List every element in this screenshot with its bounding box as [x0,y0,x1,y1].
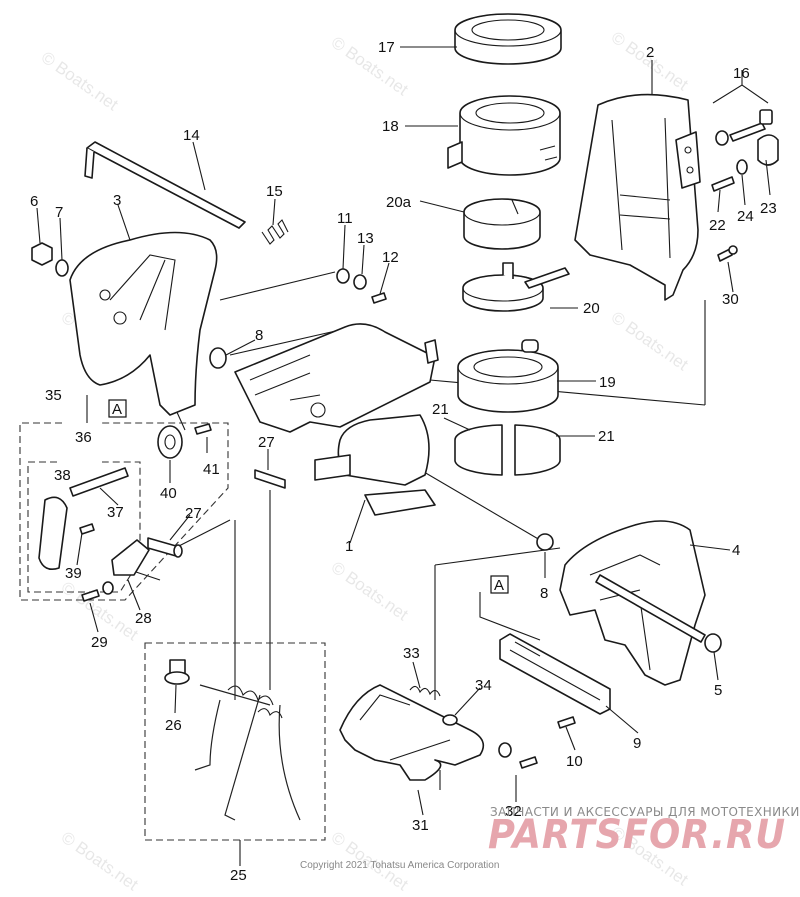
callout-25: 25 [230,867,247,884]
part-18-mount-bushing [447,95,561,176]
part-20a-sleeve [463,198,541,250]
callout-18: 18 [382,118,399,135]
group-box-25 [144,642,326,841]
small-hardware [711,109,779,262]
part-15-spring [261,219,289,245]
callout-41: 41 [203,461,220,478]
part-16-washer [715,130,729,146]
part-33-spring [409,685,441,697]
callout-15: 15 [266,183,283,200]
watermark-text: © Boats.net [328,558,412,625]
callout-27-lower: 27 [185,505,202,522]
parts-6-7-nut-washer [31,242,69,277]
part-14-tilt-rod [84,141,246,229]
callout-14: 14 [183,127,200,144]
callout-20: 20 [583,300,600,317]
part-3-clamp-bracket [69,231,218,416]
part-23-knob [757,134,779,166]
watermark-text: © Boats.net [38,48,122,115]
parts-11-12-13-hardware [336,268,387,304]
callout-4: 4 [732,542,740,559]
part-4-clamp-bracket [559,520,722,686]
part-30-screw [717,248,733,262]
part-2-swivel-bracket [574,93,701,301]
callout-19: 19 [599,374,616,391]
group-boxes [19,422,326,841]
parts-27-28-pins [81,469,286,602]
callout-9: 9 [633,735,641,752]
callout-32: 32 [505,803,522,820]
part-8-washers [209,347,554,551]
callout-35: 35 [45,387,62,404]
watermark-text: © Boats.net [58,828,142,895]
callout-34: 34 [475,677,492,694]
footer-branding: ЗАПЧАСТИ И АКСЕССУАРЫ ДЛЯ МОТОТЕХНИКИ PA… [300,805,800,871]
callout-33: 33 [403,645,420,662]
callout-39: 39 [65,565,82,582]
part-31-stopper-lever [339,684,538,790]
parts-37-38-39-latch [38,467,129,571]
watermark-text: © Boats.net [608,308,692,375]
callout-7: 7 [55,204,63,221]
callout-29: 29 [91,634,108,651]
callout-13: 13 [357,230,374,247]
callout-37: 37 [107,504,124,521]
ref-mark-a-left: A [108,399,127,418]
watermark-text: © Boats.net [328,33,412,100]
parts-40-41-knob-screw [157,423,212,459]
part-22-screw [711,176,735,192]
ref-mark-a-right: A [490,575,509,594]
group-box-35 [19,422,229,601]
callout-16: 16 [733,65,750,82]
callout-11: 11 [337,210,353,227]
callout-3: 3 [113,192,121,209]
callout-21-right: 21 [598,428,615,445]
callout-23: 23 [760,200,777,217]
part-16-bolt [729,122,766,142]
part-32-bolt [519,756,538,769]
callout-2: 2 [646,44,654,61]
callout-26: 26 [165,717,182,734]
group-box-36 [27,461,141,593]
callout-36: 36 [75,429,92,446]
callout-40: 40 [160,485,177,502]
part-17-seal-ring [454,13,562,65]
callout-28: 28 [135,610,152,627]
leader-lines [36,46,771,866]
watermark-text: © Boats.net [608,28,692,95]
callout-8-upper: 8 [255,327,263,344]
ref-mark-label: A [112,401,122,418]
part-19-lower-bushing [457,339,559,413]
callout-31: 31 [412,817,429,834]
shop-ribbon-text: ЗАПЧАСТИ И АКСЕССУАРЫ ДЛЯ МОТОТЕХНИКИ [490,805,800,819]
callout-22: 22 [709,217,726,234]
callout-10: 10 [566,753,583,770]
parts-9-10-plate [499,633,611,729]
callout-30: 30 [722,291,739,308]
parts-25-26-spring-lever [164,659,301,821]
callout-27-upper: 27 [258,434,275,451]
callout-17: 17 [378,39,395,56]
callout-20a: 20a [386,194,412,211]
shop-logo: PARTSFOR.RU [488,812,786,858]
part-24-washer [736,159,748,175]
callout-12: 12 [382,249,399,266]
part-5-bolt [595,574,706,643]
callout-6: 6 [30,193,38,210]
callout-8-lower: 8 [540,585,548,602]
part-20-clamp-band [462,262,570,312]
ref-mark-label: A [494,577,504,594]
callout-1: 1 [345,538,353,555]
callout-21-left: 21 [432,401,449,418]
callout-numbers: 1 2 3 4 5 6 7 8 8 9 10 11 12 13 14 15 16… [30,39,777,884]
callout-24: 24 [737,208,754,225]
part-34-collar [442,714,458,726]
part-21-split-bushing [454,424,561,476]
callout-38: 38 [54,467,71,484]
copyright-text: Copyright 2021 Tohatsu America Corporati… [300,860,499,871]
part-1-swivel-housing [234,323,439,516]
callout-5: 5 [714,682,722,699]
